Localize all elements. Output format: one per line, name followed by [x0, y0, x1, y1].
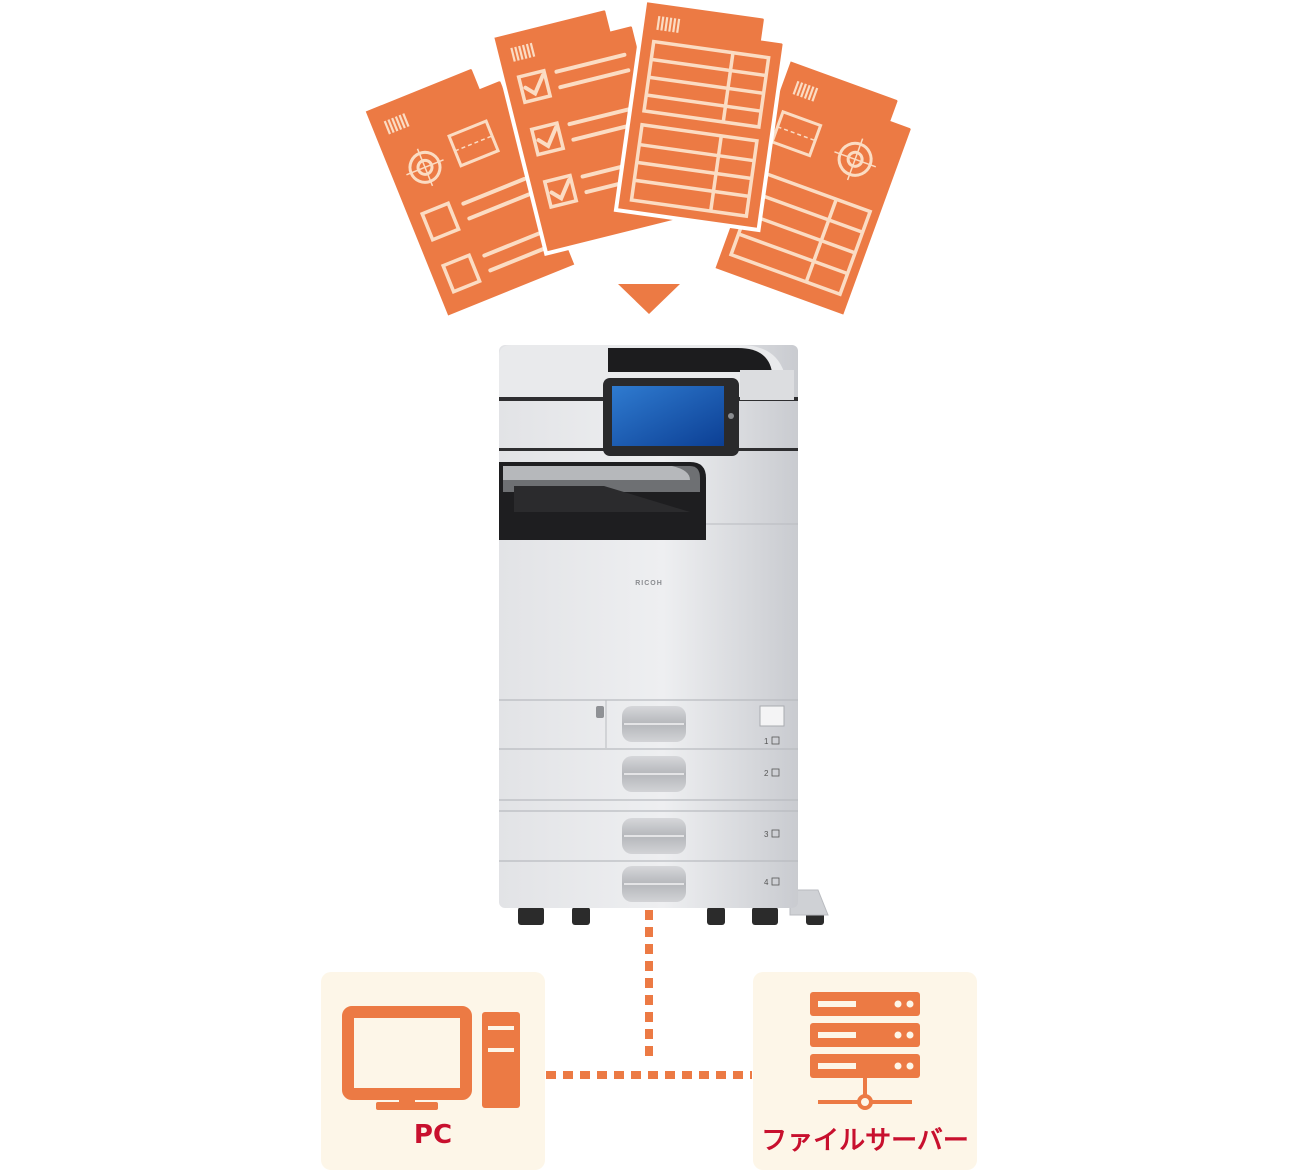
- brand-logo: RICOH: [635, 580, 663, 587]
- checkmark-icon: [523, 73, 572, 202]
- touch-control-panel: [603, 378, 739, 456]
- file-server-label: ファイルサーバー: [761, 1126, 969, 1156]
- barcode-icon: [383, 113, 410, 135]
- tray-number-label: 1: [764, 737, 769, 746]
- network-connection-lines: [546, 910, 752, 1079]
- target-icon: [406, 148, 444, 187]
- desktop-computer-icon: [342, 1006, 520, 1110]
- document-target-form: [360, 64, 580, 321]
- document-table-form: [613, 0, 787, 233]
- table-icon: [629, 39, 771, 219]
- barcode-icon: [656, 15, 681, 33]
- barcode-icon: [510, 42, 536, 62]
- target-icon: [834, 138, 877, 181]
- tray-number-label: 2: [764, 769, 769, 778]
- tray-number-label: 3: [764, 830, 769, 839]
- checkbox-icon: [419, 201, 482, 294]
- pc-label: PC: [413, 1120, 453, 1150]
- down-triangle-icon: [618, 284, 680, 314]
- barcode-icon: [792, 80, 819, 102]
- server-icon: [810, 992, 920, 1110]
- tray-number-label: 4: [764, 878, 769, 887]
- multifunction-printer: RICOH 1 2 3 4: [499, 345, 829, 925]
